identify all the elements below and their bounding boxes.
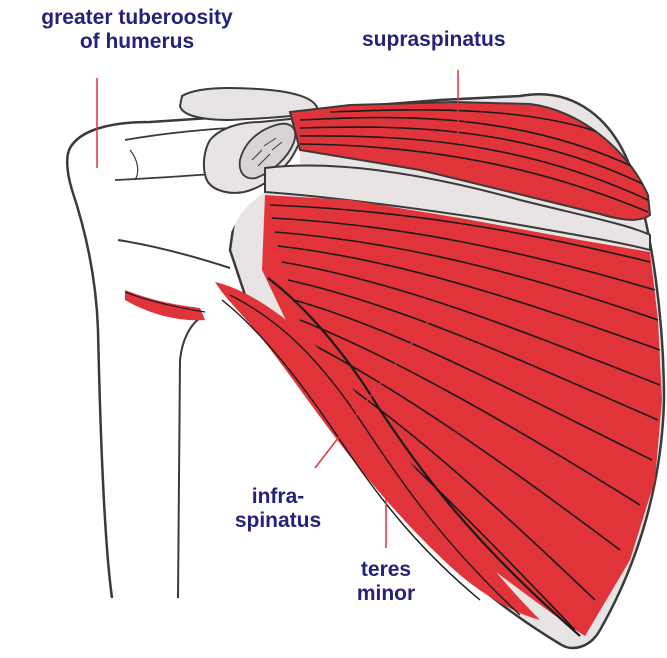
label-teres-minor-line2: minor <box>340 582 432 606</box>
label-infraspinatus-line1: infra- <box>228 485 328 509</box>
label-infraspinatus: infra- spinatus <box>228 485 328 533</box>
label-teres-minor: teres minor <box>340 558 432 606</box>
label-greater-tuberosity-line1: greater tuberoosity <box>12 6 262 30</box>
label-infraspinatus-line2: spinatus <box>228 509 328 533</box>
label-supraspinatus: supraspinatus <box>362 28 506 52</box>
label-greater-tuberosity: greater tuberoosity of humerus <box>12 6 262 54</box>
label-greater-tuberosity-line2: of humerus <box>12 30 262 54</box>
label-teres-minor-line1: teres <box>340 558 432 582</box>
